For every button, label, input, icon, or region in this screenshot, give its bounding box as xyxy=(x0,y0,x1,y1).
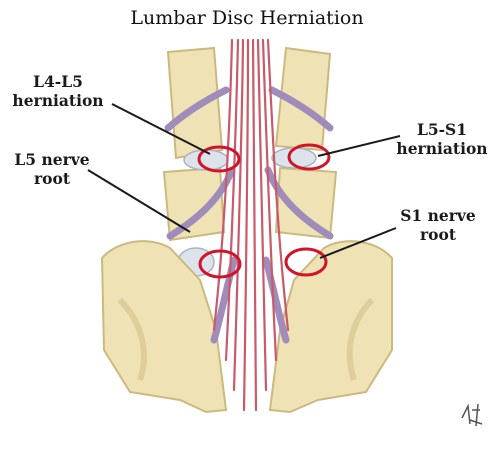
leader-lines xyxy=(88,104,400,258)
label-l5-root-line2: root xyxy=(4,169,100,188)
diagram-title: Lumbar Disc Herniation xyxy=(0,7,494,29)
label-s1-root-line1: S1 nerve xyxy=(388,206,488,225)
label-l4-l5-herniation: L4-L5 herniation xyxy=(8,72,108,110)
nerve-strand xyxy=(244,40,248,410)
leader-l5-s1 xyxy=(318,136,400,156)
label-l5-nerve-root: L5 nerve root xyxy=(4,150,100,188)
label-l5-s1-herniation: L5-S1 herniation xyxy=(392,120,492,158)
artist-signature xyxy=(462,404,482,426)
label-l4-l5-line1: L4-L5 xyxy=(8,72,108,91)
nerve-strand xyxy=(253,40,256,410)
label-l5-s1-line2: herniation xyxy=(392,139,492,158)
label-l5-s1-line1: L5-S1 xyxy=(392,120,492,139)
label-s1-nerve-root: S1 nerve root xyxy=(388,206,488,244)
label-l5-root-line1: L5 nerve xyxy=(4,150,100,169)
nerve-strand xyxy=(234,40,243,390)
label-s1-root-line2: root xyxy=(388,225,488,244)
vertebra-upper-left xyxy=(168,48,222,158)
label-l4-l5-line2: herniation xyxy=(8,91,108,110)
